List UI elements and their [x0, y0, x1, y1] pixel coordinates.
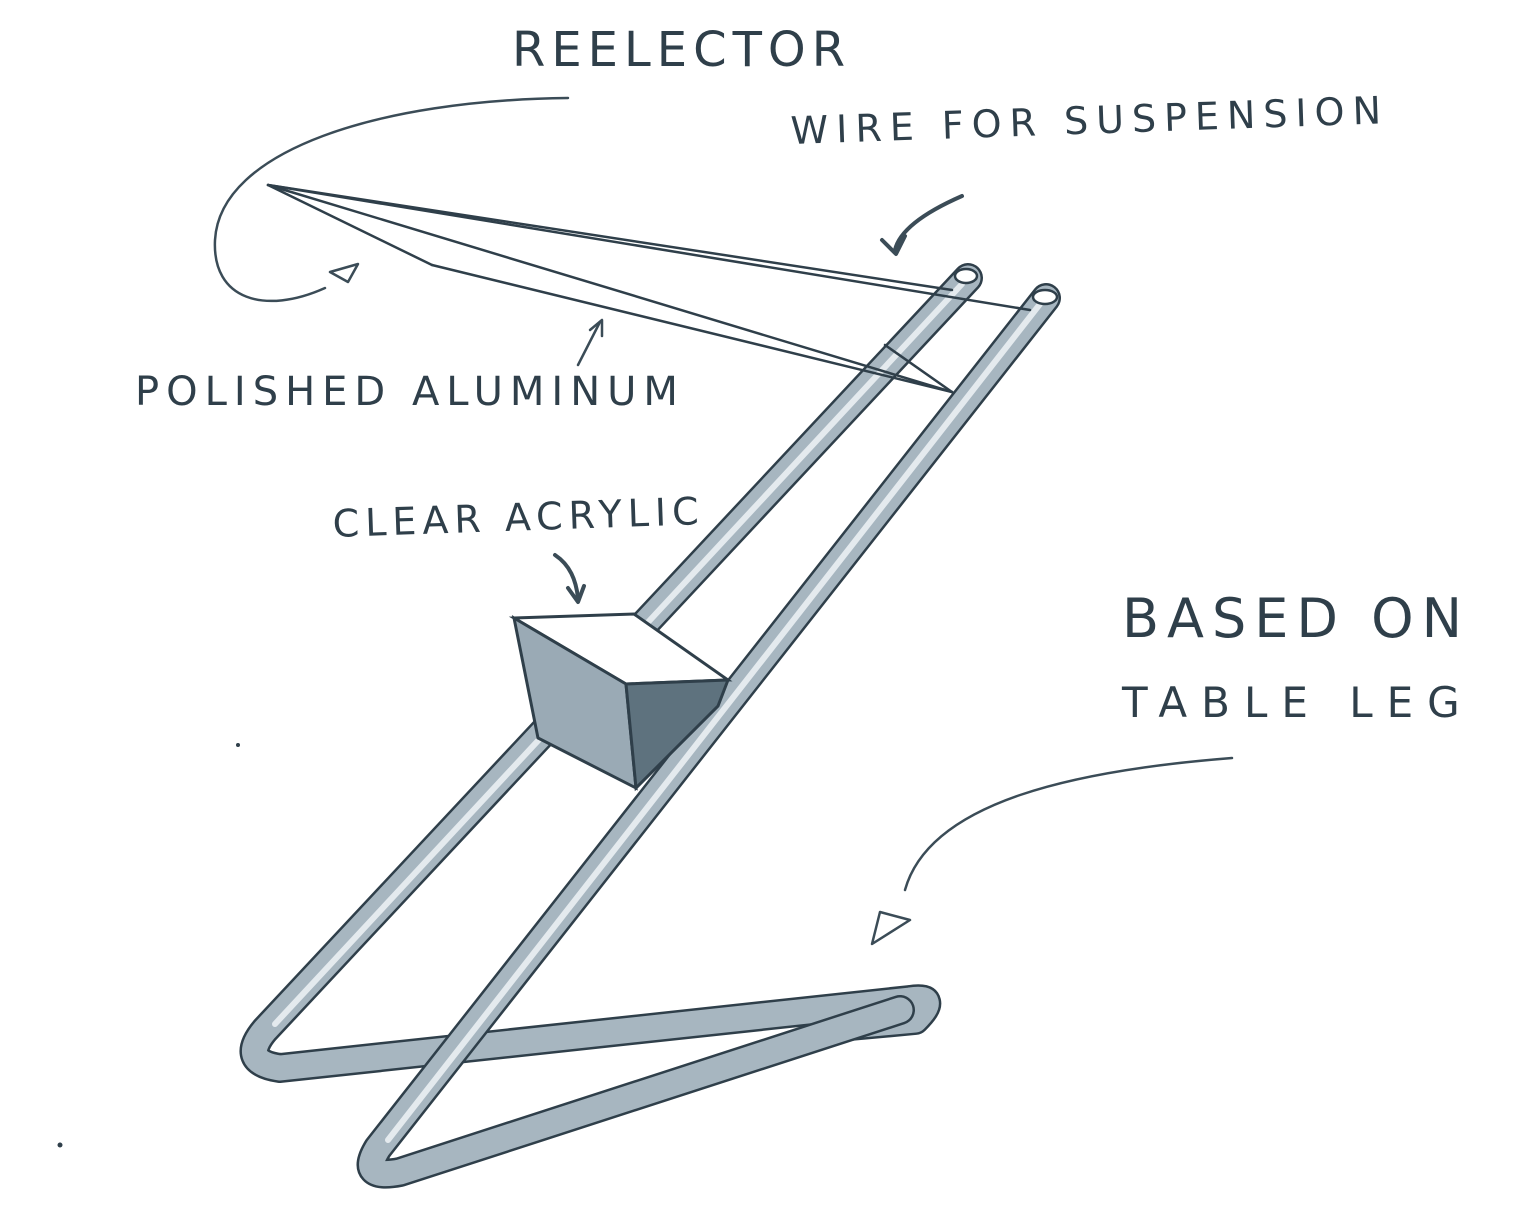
reflector-label: REELECTOR	[512, 26, 851, 74]
polished-leader	[578, 322, 600, 365]
front-tube	[372, 290, 1057, 1174]
back-tube-opening	[955, 269, 977, 283]
paper-speck	[236, 743, 240, 747]
wire-arrowhead	[882, 236, 905, 254]
paper-speck	[58, 1143, 63, 1148]
reflector	[268, 185, 1030, 392]
wire-leader	[895, 196, 962, 250]
reflector-arrowhead	[330, 264, 358, 282]
table-leg-label: TABLE LEG	[1122, 682, 1474, 724]
reflector-leader	[215, 98, 568, 301]
table-leg-leader	[905, 758, 1232, 890]
polished-label: POLISHED ALUMINUM	[135, 372, 685, 412]
table-leg-arrowhead	[872, 912, 910, 944]
clear-leader	[555, 555, 578, 598]
front-tube-opening	[1033, 290, 1057, 304]
based-on-label: BASED ON	[1122, 592, 1470, 646]
